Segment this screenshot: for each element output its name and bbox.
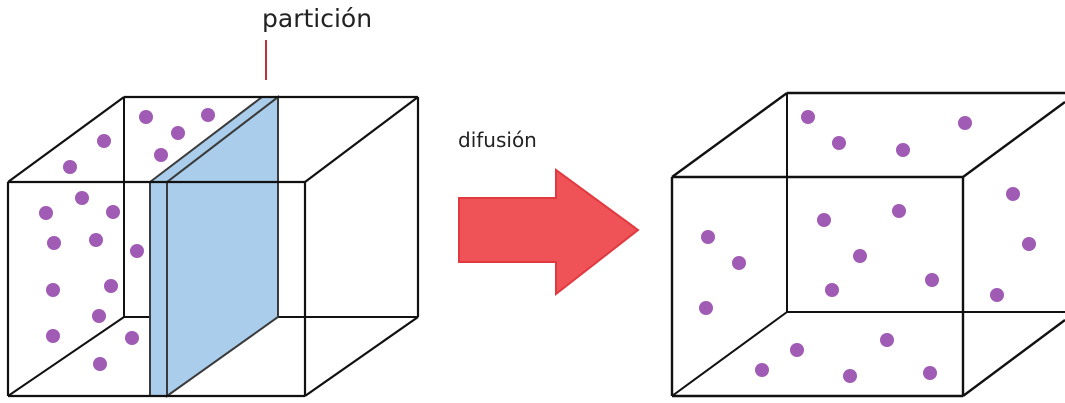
particle-before [75,191,89,205]
particle-before [104,279,118,293]
particle-before [46,283,60,297]
particle-after [1006,187,1020,201]
particle-after [732,256,746,270]
particle-after [755,363,769,377]
partition-face [167,97,278,396]
particle-after [990,288,1004,302]
particle-before [97,134,111,148]
diffusion-arrow [459,170,638,294]
particle-before [39,206,53,220]
particle-before [130,244,144,258]
particle-before [46,329,60,343]
arrow-shape [459,170,638,294]
diffusion-label: difusión [458,128,537,152]
particle-after [817,213,831,227]
particle-after [880,333,894,347]
particle-after [825,283,839,297]
particle-before [125,331,139,345]
particle-before [171,126,185,140]
box-after [672,93,1065,396]
partition-label: partición [262,4,372,33]
particle-after [801,110,815,124]
particle-after [892,204,906,218]
box-before [8,40,418,396]
particle-after [790,343,804,357]
particle-after [923,366,937,380]
particle-before [47,236,61,250]
particle-before [154,148,168,162]
particles-after [699,110,1036,383]
particle-after [853,249,867,263]
particle-before [139,110,153,124]
particle-after [699,301,713,315]
particle-after [701,230,715,244]
particle-before [89,233,103,247]
particle-before [106,205,120,219]
partition-wall [150,97,278,396]
particle-after [925,273,939,287]
particle-before [63,160,77,174]
box-after-edges [672,93,1065,396]
box-after-back-edges [672,93,1065,396]
particle-after [958,116,972,130]
particle-after [832,136,846,150]
partition-side [150,182,167,396]
particle-before [93,357,107,371]
particle-after [1022,237,1036,251]
particle-before [201,108,215,122]
particle-after [896,143,910,157]
particle-before [92,309,106,323]
particle-after [843,369,857,383]
